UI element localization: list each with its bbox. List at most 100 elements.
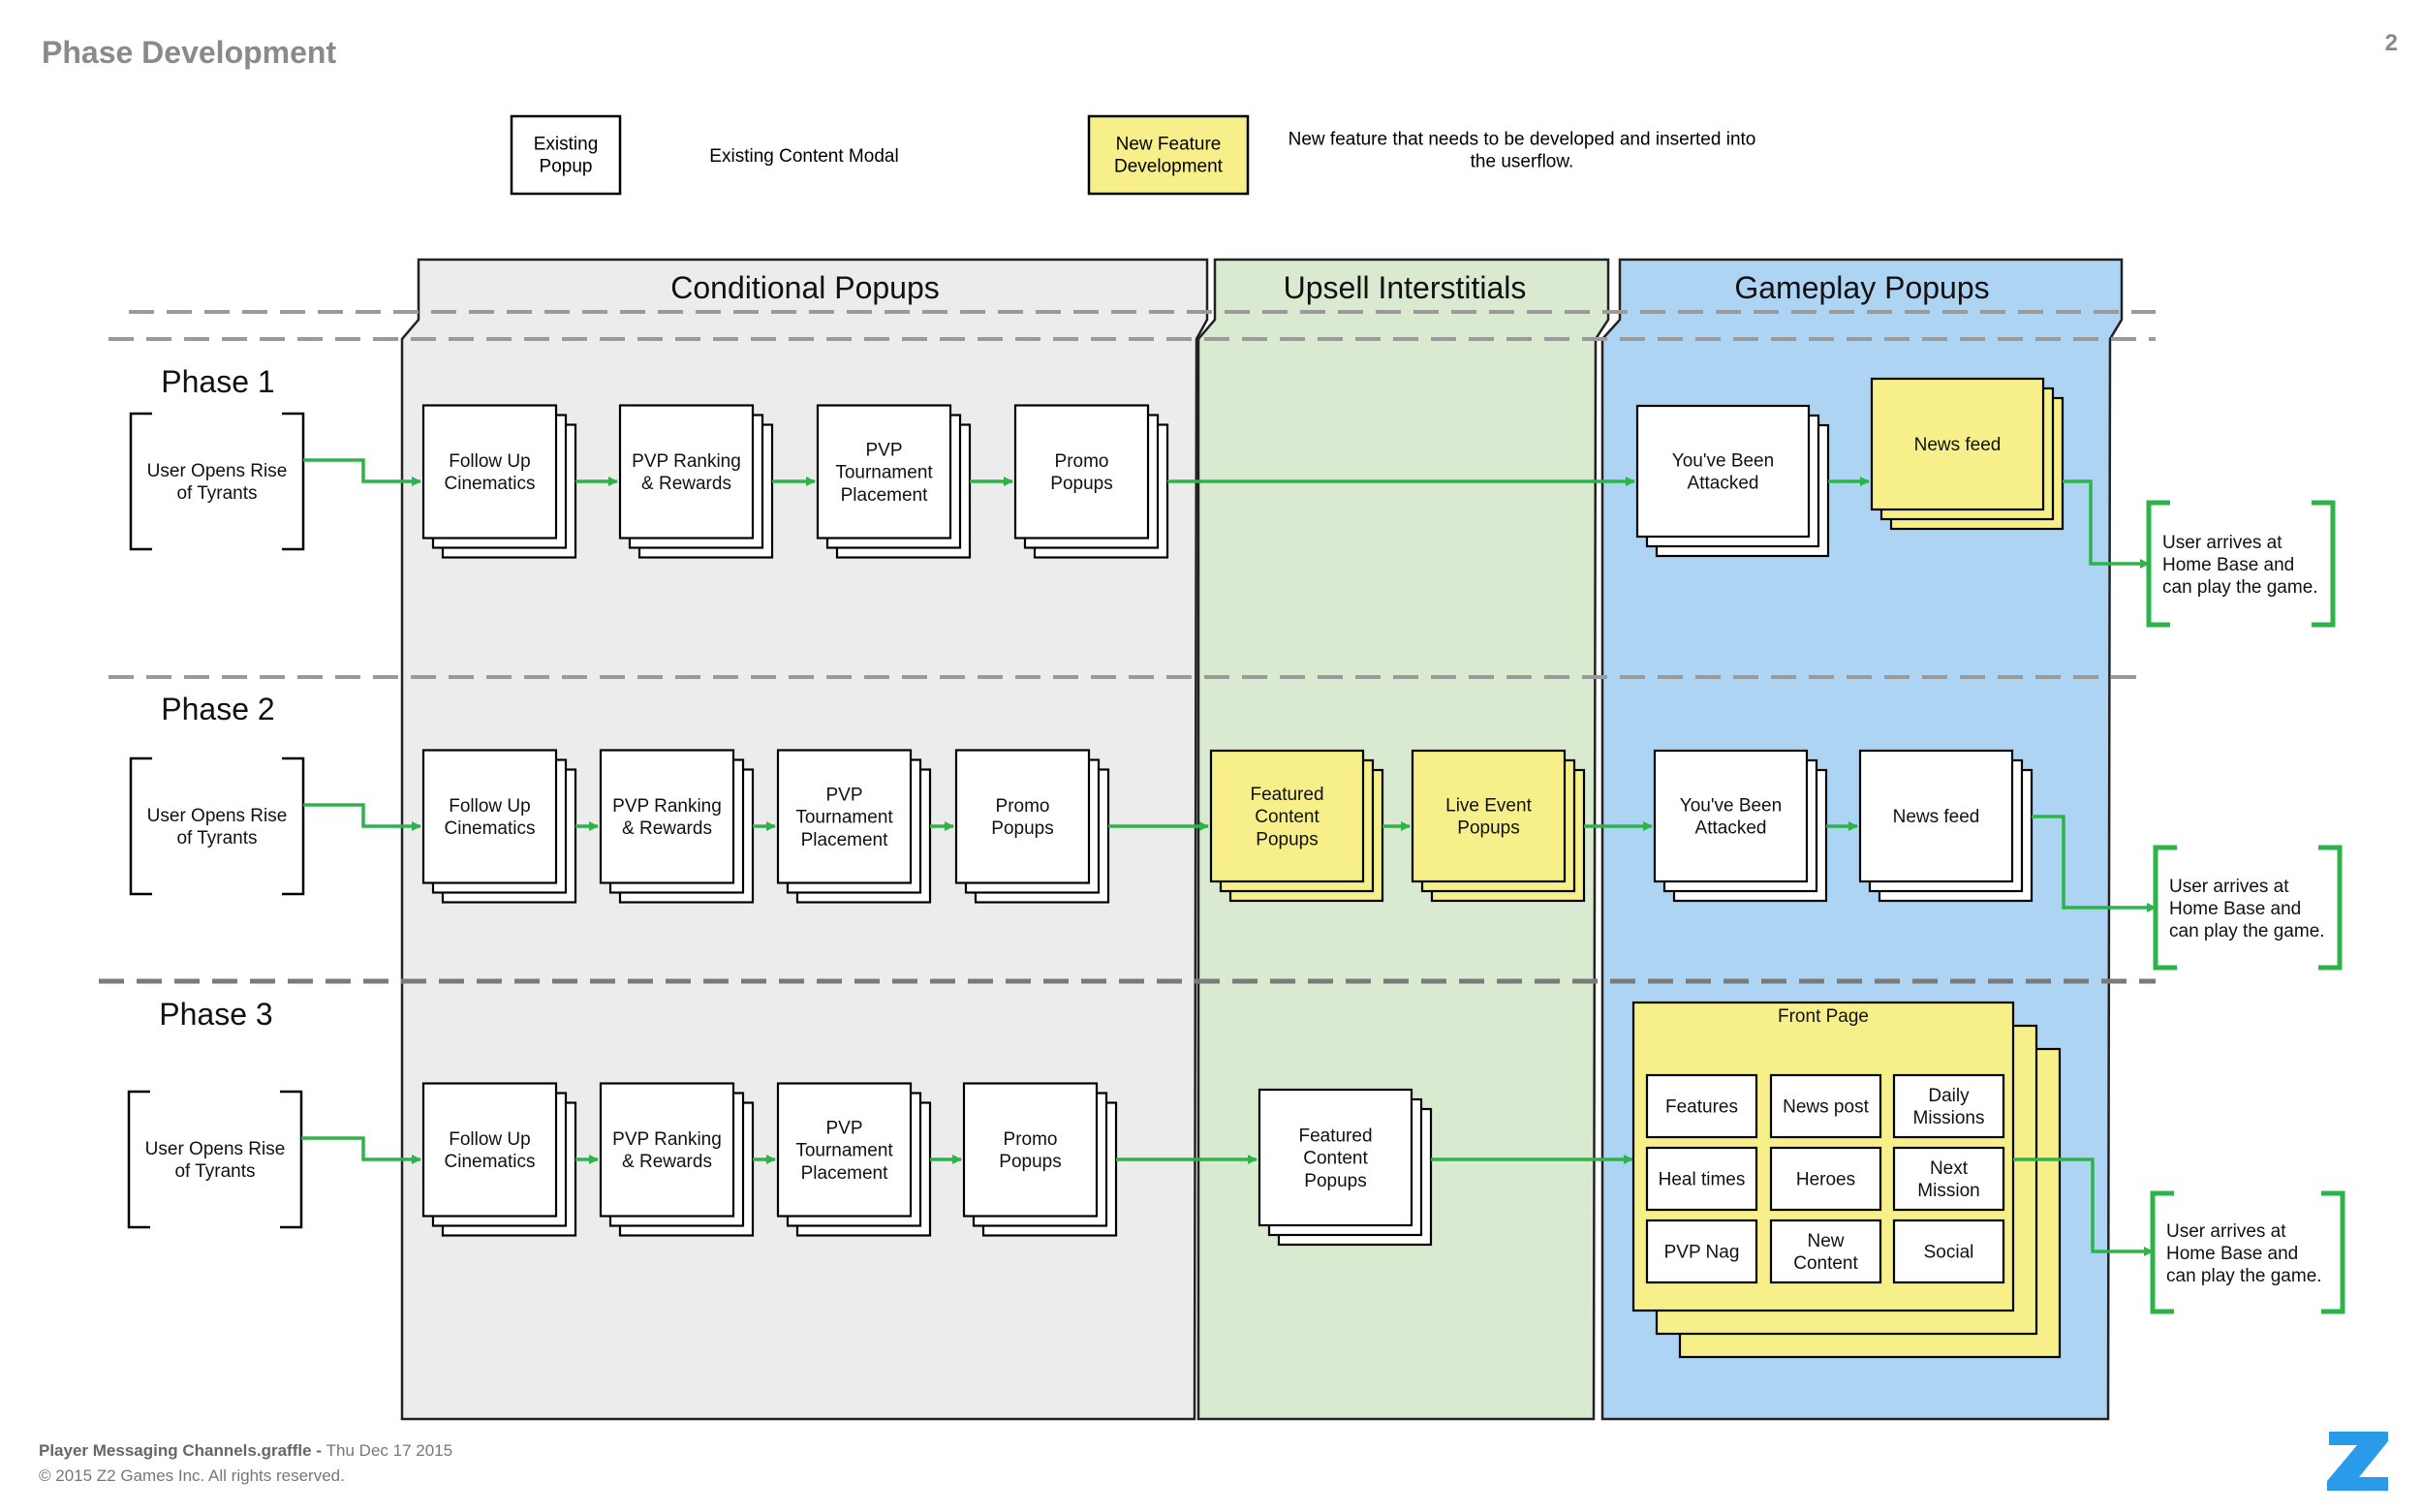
phase-1-start-label-line: of Tyrants xyxy=(176,483,257,504)
front-page-item-label-line: Heal times xyxy=(1659,1170,1746,1190)
arrow-start xyxy=(301,1136,421,1164)
footer-filename: Player Messaging Channels.graffle - Thu … xyxy=(39,1441,452,1460)
front-page-item-label-line: News post xyxy=(1783,1097,1869,1118)
phase-3-start-right-bracket xyxy=(280,1090,303,1229)
phase-1-start-label-line: User Opens Rise xyxy=(147,461,288,481)
legend-new-feature-description: New feature that needs to be developed a… xyxy=(1289,130,1756,172)
conditional-popup-4-card xyxy=(1013,404,1150,540)
phase-2-end-right-bracket xyxy=(2318,845,2343,971)
conditional-popup-1-label-line: Follow Up xyxy=(449,796,530,817)
arrow-to-end xyxy=(2063,479,2150,569)
front-page-item xyxy=(1892,1073,2005,1139)
legend-existing-box xyxy=(510,114,622,196)
front-page-item xyxy=(1645,1146,1758,1212)
front-page-item-label-line: Content xyxy=(1793,1253,1858,1274)
legend-existing-label-line: Popup xyxy=(540,157,593,177)
phase-2-start-left-bracket xyxy=(129,756,152,896)
phase-separators xyxy=(99,310,2156,984)
phase-3-start-label-line: User Opens Rise xyxy=(145,1139,286,1159)
conditional-popup-4-card xyxy=(962,1082,1099,1218)
conditional-popup-1-label-line: Follow Up xyxy=(449,451,530,472)
front-page-item-label-line: PVP Nag xyxy=(1664,1243,1740,1263)
phase-2-end-left-bracket xyxy=(2153,845,2177,971)
phase-3: Phase 3 xyxy=(159,997,272,1032)
front-page-item xyxy=(1645,1219,1758,1284)
conditional-popup-1-card xyxy=(421,1082,558,1218)
conditional-popup-2-label: PVP Ranking& Rewards xyxy=(612,796,722,839)
conditional-popup-1-card xyxy=(421,749,558,884)
conditional-popup-1-label-line: Follow Up xyxy=(449,1129,530,1150)
gameplay-popup-1-label-line: You've Been xyxy=(1680,796,1782,817)
phase-2-end-label-line: Home Base and xyxy=(2169,899,2301,919)
phase-1-end-label-line: Home Base and xyxy=(2162,555,2294,575)
gameplay-popup-1-label-line: Attacked xyxy=(1688,474,1759,494)
conditional-popup-3-label-line: PVP xyxy=(825,785,862,805)
conditional-popup-2: PVP Ranking& Rewards xyxy=(599,749,755,904)
arrow-start xyxy=(303,458,421,486)
arrow-to-end xyxy=(2032,815,2157,912)
phase-label: Phase 2 xyxy=(161,692,274,726)
conditional-popup-1-label-line: Cinematics xyxy=(445,1152,536,1172)
front-page-item-label-line: Daily xyxy=(1928,1086,1970,1106)
legend-existing-label-line: Existing xyxy=(534,135,599,155)
conditional-popup-1-label-line: Cinematics xyxy=(445,474,536,494)
phase-1-start-right-bracket xyxy=(282,412,305,551)
upsell-popup-1-label-line: Content xyxy=(1303,1149,1368,1169)
conditional-popup-3-label-line: Placement xyxy=(801,1163,888,1184)
conditional-popup-2-card xyxy=(599,1082,735,1218)
upsell-popup-1-card xyxy=(1209,749,1365,883)
conditional-popup-2-label-line: PVP Ranking xyxy=(632,451,741,472)
front-page-item-label-line: Heroes xyxy=(1796,1170,1855,1190)
conditional-popup-2-label-line: PVP Ranking xyxy=(612,796,722,817)
conditional-popup-2-label-line: & Rewards xyxy=(622,1152,712,1172)
front-page-item-label: Features xyxy=(1665,1097,1738,1118)
page-title: Phase Development xyxy=(42,35,336,70)
phase-3-start-left-bracket xyxy=(127,1090,150,1229)
front-page-item-label-line: Features xyxy=(1665,1097,1738,1118)
gameplay-popup-2-label: News feed xyxy=(1893,807,1980,827)
conditional-popup-2-card xyxy=(599,749,735,884)
phase-1-end-left-bracket xyxy=(2146,500,2170,628)
phase-2-end-label-line: User arrives at xyxy=(2169,877,2289,897)
page-number: 2 xyxy=(2385,30,2398,56)
phase-label: Phase 3 xyxy=(159,997,272,1032)
phase-3-start-label-line: of Tyrants xyxy=(174,1161,255,1182)
phase-3-end-label-line: can play the game. xyxy=(2166,1266,2322,1286)
legend-new-feature-description-line: New feature that needs to be developed a… xyxy=(1289,130,1756,150)
gameplay-popup-2: News feed xyxy=(1858,749,2034,903)
phase-3-end-label-line: Home Base and xyxy=(2166,1244,2298,1264)
conditional-popup-3-card xyxy=(816,404,952,540)
conditional-popup-1-card xyxy=(421,404,558,540)
front-page-item-label-line: Missions xyxy=(1913,1108,1985,1128)
front-page-item xyxy=(1645,1073,1758,1139)
front-page-item-label: Heal times xyxy=(1659,1170,1746,1190)
column-conditional-title: Conditional Popups xyxy=(670,270,940,305)
legend-new-feature-label-line: Development xyxy=(1114,157,1224,177)
front-page-title: Front Page xyxy=(1778,1006,1869,1027)
